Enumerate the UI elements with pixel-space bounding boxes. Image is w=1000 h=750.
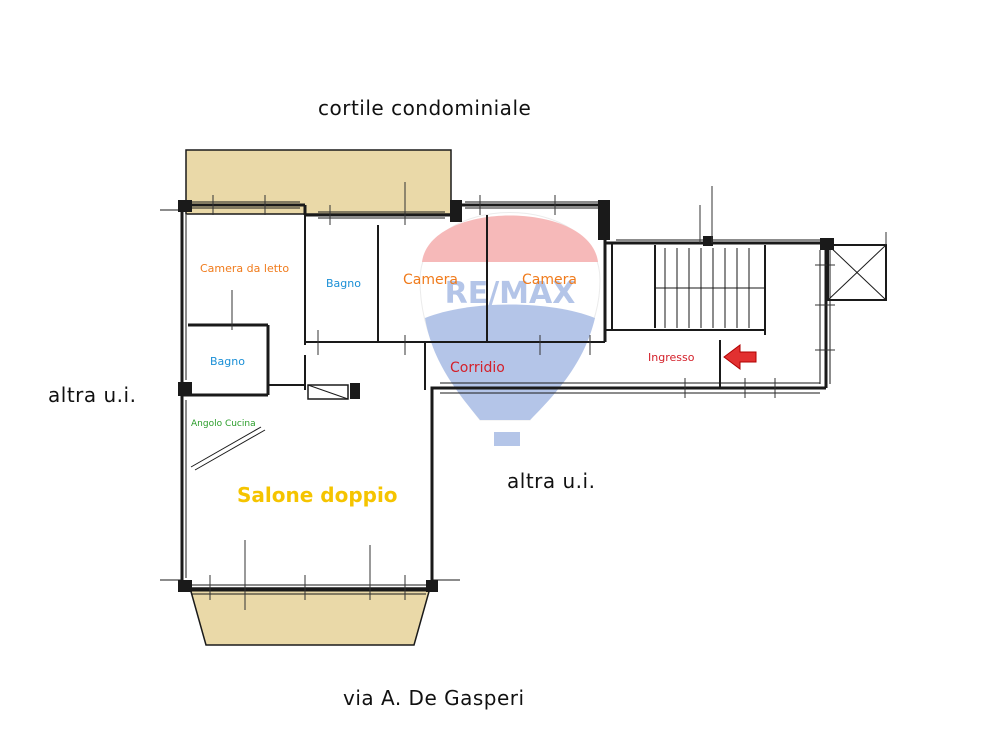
room-label-bathroom-top: Bagno [326, 277, 361, 290]
label-courtyard: cortile condominiale [318, 96, 532, 120]
room-label-kitchen-corner: Angolo Cucina [191, 419, 256, 429]
room-label-entrance: Ingresso [648, 351, 695, 364]
pillars [178, 200, 834, 592]
room-label-room-1: Camera [403, 272, 458, 288]
entrance-arrow-icon [723, 344, 757, 370]
wall-ticks [209, 182, 835, 610]
label-street: via A. De Gasperi [343, 686, 525, 710]
staircase [654, 245, 766, 335]
cabinet [307, 384, 349, 400]
room-label-corridor: Corridio [450, 360, 505, 376]
interior-walls [182, 215, 765, 471]
room-label-double-living: Salone doppio [237, 483, 398, 507]
watermark-brand-text: RE/MAX [445, 276, 576, 311]
remax-watermark: RE/MAX [419, 212, 601, 446]
elevator-shaft-icon [827, 232, 887, 301]
label-other-unit-left: altra u.i. [48, 383, 137, 407]
room-label-bathroom-left: Bagno [210, 355, 245, 368]
windows [185, 201, 831, 595]
room-label-room-2: Camera [522, 272, 577, 288]
room-label-bedroom: Camera da letto [200, 262, 290, 275]
top-terrace [185, 149, 452, 215]
bottom-terrace [189, 587, 431, 646]
label-other-unit-right: altra u.i. [507, 469, 596, 493]
